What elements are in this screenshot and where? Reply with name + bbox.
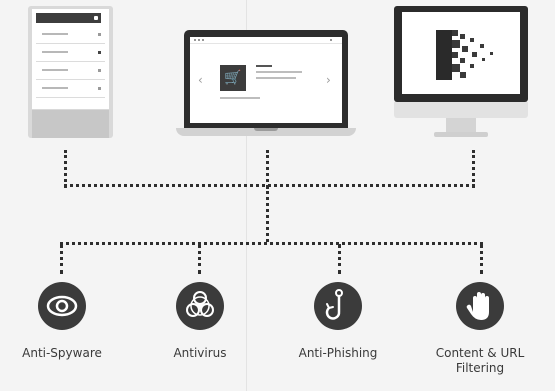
- biohazard-icon: [186, 291, 214, 317]
- feature-label: Content & URL Filtering: [435, 346, 525, 375]
- monitor-screen: [402, 12, 520, 94]
- connector-line: [198, 244, 204, 274]
- phone-screen: [32, 9, 109, 109]
- phone-list-row: [36, 27, 105, 44]
- cart-icon: 🛒: [224, 70, 242, 86]
- phone-device: [28, 6, 113, 138]
- feature-label: Anti-Spyware: [22, 346, 102, 360]
- phone-list-row: [36, 81, 105, 98]
- eye-icon: [46, 295, 78, 317]
- phone-list-row: [36, 45, 105, 62]
- connector-line: [338, 244, 344, 274]
- connector-line: [472, 150, 478, 188]
- phone-bottom-area: [32, 110, 109, 138]
- cart-card: 🛒: [220, 65, 246, 91]
- chevron-right-icon: ›: [326, 73, 331, 87]
- monitor-device: [394, 6, 528, 138]
- laptop-notch: [254, 128, 278, 131]
- connector-line: [266, 150, 272, 188]
- phone-list-row: [36, 63, 105, 80]
- connector-line: [60, 242, 483, 248]
- scan-divider: [246, 0, 247, 391]
- monitor-stand: [446, 118, 476, 134]
- feature-label: Anti-Phishing: [298, 346, 378, 360]
- phone-header-bar: [36, 13, 101, 23]
- monitor-chin: [394, 102, 528, 118]
- laptop-screen: ‹ 🛒 ›: [190, 37, 342, 123]
- hand-icon: [466, 292, 489, 320]
- connector-line: [64, 184, 475, 190]
- monitor-foot: [434, 132, 488, 137]
- laptop-base: [176, 128, 356, 136]
- chevron-left-icon: ‹: [198, 73, 203, 87]
- laptop-device: ‹ 🛒 ›: [176, 30, 356, 138]
- connector-line: [266, 186, 272, 242]
- connector-line: [64, 150, 70, 188]
- connector-line: [480, 244, 486, 274]
- feature-label: Antivirus: [173, 346, 227, 360]
- hook-icon: [325, 289, 343, 320]
- connector-line: [60, 244, 66, 274]
